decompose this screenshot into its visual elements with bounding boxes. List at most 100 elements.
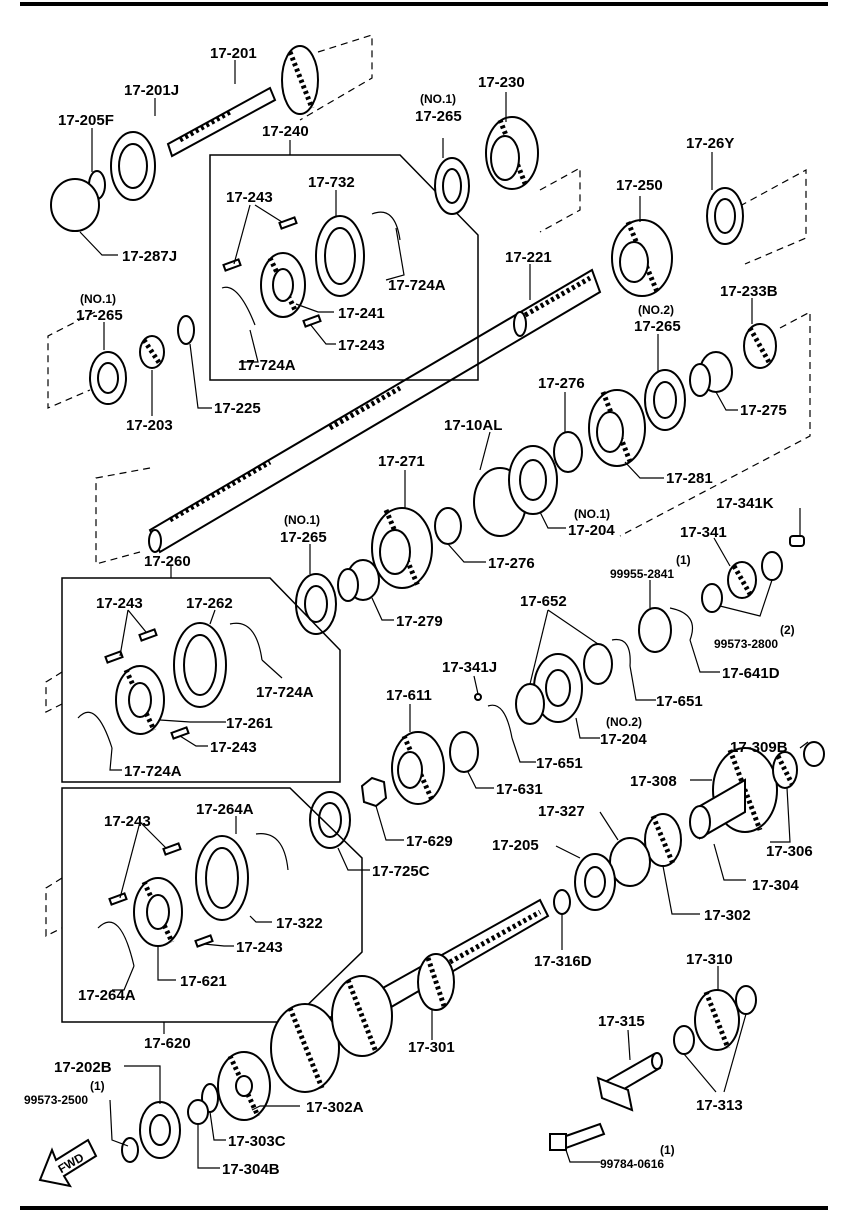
label-17-204: 17-204 [600, 731, 647, 748]
label-17-241: 17-241 [338, 305, 385, 322]
label-17-341J: 17-341J [442, 659, 497, 676]
guide-line [299, 34, 373, 121]
bearing-17-205 [574, 853, 616, 911]
label-17-262: 17-262 [186, 595, 233, 612]
gear-17-341 [727, 561, 757, 599]
label-17-202B: 17-202B [54, 1059, 112, 1076]
washer-17-313 [673, 1025, 695, 1055]
label-17-264A: 17-264A [78, 987, 136, 1004]
label-17-264A: 17-264A [196, 801, 254, 818]
fwd-arrow-icon [38, 1138, 98, 1188]
spring-17-724A [77, 711, 113, 749]
label-17-301: 17-301 [408, 1039, 455, 1056]
guide-line [45, 671, 63, 713]
label-17-341: 17-341 [680, 524, 727, 541]
label-17-243: 17-243 [236, 939, 283, 956]
hub-17-261 [115, 665, 165, 735]
part-labels: 17-201 17-201J 17-205F 17-287J 17-240 17… [24, 45, 813, 1178]
guide-line [47, 311, 96, 409]
ring-17-652 [583, 643, 613, 685]
washer-17-313 [735, 985, 757, 1015]
spring-17-264A [255, 833, 289, 871]
label-17-306: 17-306 [766, 843, 813, 860]
ring-17-631 [449, 731, 479, 773]
label-99573-2500: 99573-2500 [24, 1093, 88, 1107]
label-17-327: 17-327 [538, 803, 585, 820]
collar-17-304B [187, 1099, 209, 1125]
key-17-243 [108, 892, 128, 906]
bottom-border [20, 1206, 828, 1210]
label-17-651: 17-651 [656, 693, 703, 710]
ring-17-725C [309, 791, 351, 849]
spring-17-724A [229, 622, 263, 661]
label-17-265: 17-265 [415, 108, 462, 125]
label-17-631: 17-631 [496, 781, 543, 798]
label-17-724A: 17-724A [388, 277, 446, 294]
label-17-651: 17-651 [536, 755, 583, 772]
label-17-205: 17-205 [492, 837, 539, 854]
guide-line [95, 467, 151, 565]
label-17-243: 17-243 [226, 189, 273, 206]
input-shaft-17-201 [166, 45, 319, 158]
synchro-ring-17-265 [644, 369, 686, 431]
ring-17-327 [609, 837, 651, 887]
sleeve-17-279 [337, 559, 380, 602]
sprocket-17-302A [217, 1051, 271, 1121]
label-qty-1: (1) [90, 1079, 105, 1093]
synchro-ring-17-265 [89, 351, 127, 405]
countershaft-17-301 [270, 898, 550, 1093]
label-17-281: 17-281 [666, 470, 713, 487]
gear-17-250 [611, 219, 673, 297]
key-17-243 [162, 842, 182, 856]
gear-17-230 [485, 116, 539, 190]
label-no1: (NO.1) [574, 507, 610, 521]
idler-shaft-17-315 [596, 1052, 663, 1112]
guide-line [619, 311, 811, 537]
gear-17-281 [588, 389, 646, 467]
label-17-243: 17-243 [338, 337, 385, 354]
key-17-243 [170, 726, 190, 740]
bearing-17-201J [110, 131, 156, 201]
bearing-17-202B [139, 1101, 181, 1159]
snap-ring-17-651 [487, 704, 513, 739]
guide-line [539, 166, 581, 233]
label-17-275: 17-275 [740, 402, 787, 419]
label-17-629: 17-629 [406, 833, 453, 850]
label-17-652: 17-652 [520, 593, 567, 610]
group-17-260 [61, 577, 341, 783]
snap-ring-17-641D [669, 607, 694, 641]
hub-17-621 [133, 877, 183, 947]
label-17-240: 17-240 [262, 123, 309, 140]
label-17-221: 17-221 [505, 249, 552, 266]
label-17-265: 17-265 [280, 529, 327, 546]
cap-17-341K [789, 535, 805, 547]
label-17-243: 17-243 [104, 813, 151, 830]
label-17-724A: 17-724A [124, 763, 182, 780]
label-17-243: 17-243 [210, 739, 257, 756]
main-shaft-17-221 [148, 268, 602, 554]
sleeve-17-275 [689, 351, 733, 397]
label-17-620: 17-620 [144, 1035, 191, 1052]
key-17-243 [138, 628, 158, 642]
label-17-204: 17-204 [568, 522, 615, 539]
needle-bearing-17-203 [139, 335, 165, 369]
snap-ring-99573-2500 [121, 1137, 139, 1163]
label-17-302A: 17-302A [306, 1099, 364, 1116]
ring-17-652 [515, 683, 545, 725]
nut-17-309B [803, 741, 825, 767]
label-17-265: 17-265 [76, 307, 123, 324]
snap-ring-99573-2800 [701, 583, 723, 613]
label-17-201: 17-201 [210, 45, 257, 62]
label-17-250: 17-250 [616, 177, 663, 194]
label-17-260: 17-260 [144, 553, 191, 570]
bearing-17-204-no2 [533, 653, 583, 723]
label-17-265: 17-265 [634, 318, 681, 335]
group-17-240 [209, 154, 479, 381]
sleeve-17-262 [173, 622, 227, 708]
label-qty-1: (1) [676, 553, 691, 567]
key-17-243 [302, 314, 322, 328]
label-no1: (NO.1) [420, 92, 456, 106]
gear-17-302 [644, 813, 682, 867]
bolt-99784-0616 [549, 1122, 606, 1151]
